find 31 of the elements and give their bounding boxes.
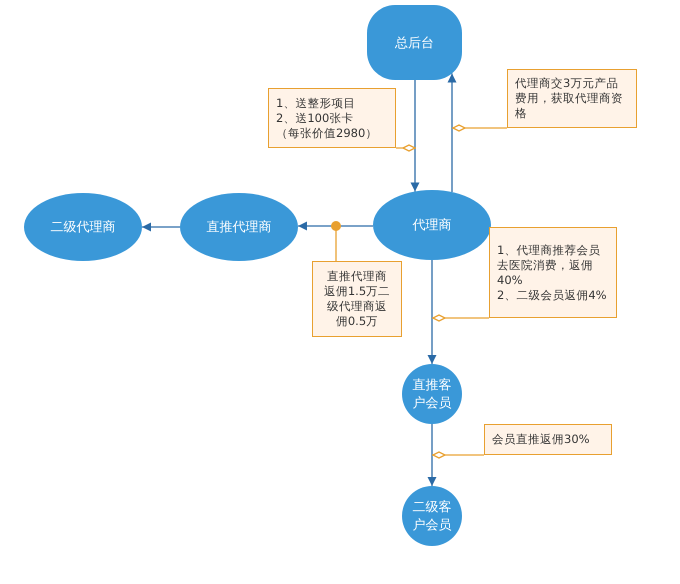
- rounded-node: [367, 5, 462, 80]
- note-text: 1、代理商推荐会员去医院消费，返佣40%: [497, 242, 602, 288]
- note-box: [312, 261, 402, 337]
- note-box: [489, 227, 617, 318]
- node-label: 代理商: [412, 217, 452, 234]
- node-label: 直推代理商: [206, 219, 272, 236]
- leader-line: [432, 314, 489, 322]
- node-label: 总后台: [395, 34, 434, 52]
- note-text: 2、二级会员返佣4%: [497, 288, 607, 302]
- leader-line: [396, 144, 416, 152]
- arrow: [448, 73, 456, 192]
- note-text: 直推代理商返佣1.5万二级代理商返佣0.5万: [323, 269, 391, 329]
- arrow: [142, 222, 180, 232]
- arrow: [298, 222, 374, 230]
- note-text: 代理商交3万元产品费用，获取代理商资格: [515, 76, 624, 121]
- arrow: [428, 260, 436, 364]
- note-text: 1、送整形项目: [276, 96, 356, 110]
- node-label: 二级代理商: [50, 219, 116, 236]
- node-label: 直推客户会员: [412, 377, 452, 412]
- note-box: [268, 88, 396, 148]
- note-text: （每张价值2980）: [276, 126, 378, 140]
- arrow: [428, 424, 436, 486]
- note-text: 2、送100张卡: [276, 110, 354, 126]
- note-text: 会员直推返佣30%: [492, 432, 590, 447]
- note-box: [484, 424, 612, 455]
- leader-line: [432, 451, 484, 459]
- leader-line: [331, 221, 341, 261]
- leader-line: [452, 124, 507, 132]
- node-label: 二级客户会员: [412, 499, 452, 534]
- arrow: [410, 80, 420, 192]
- note-box: [507, 69, 637, 128]
